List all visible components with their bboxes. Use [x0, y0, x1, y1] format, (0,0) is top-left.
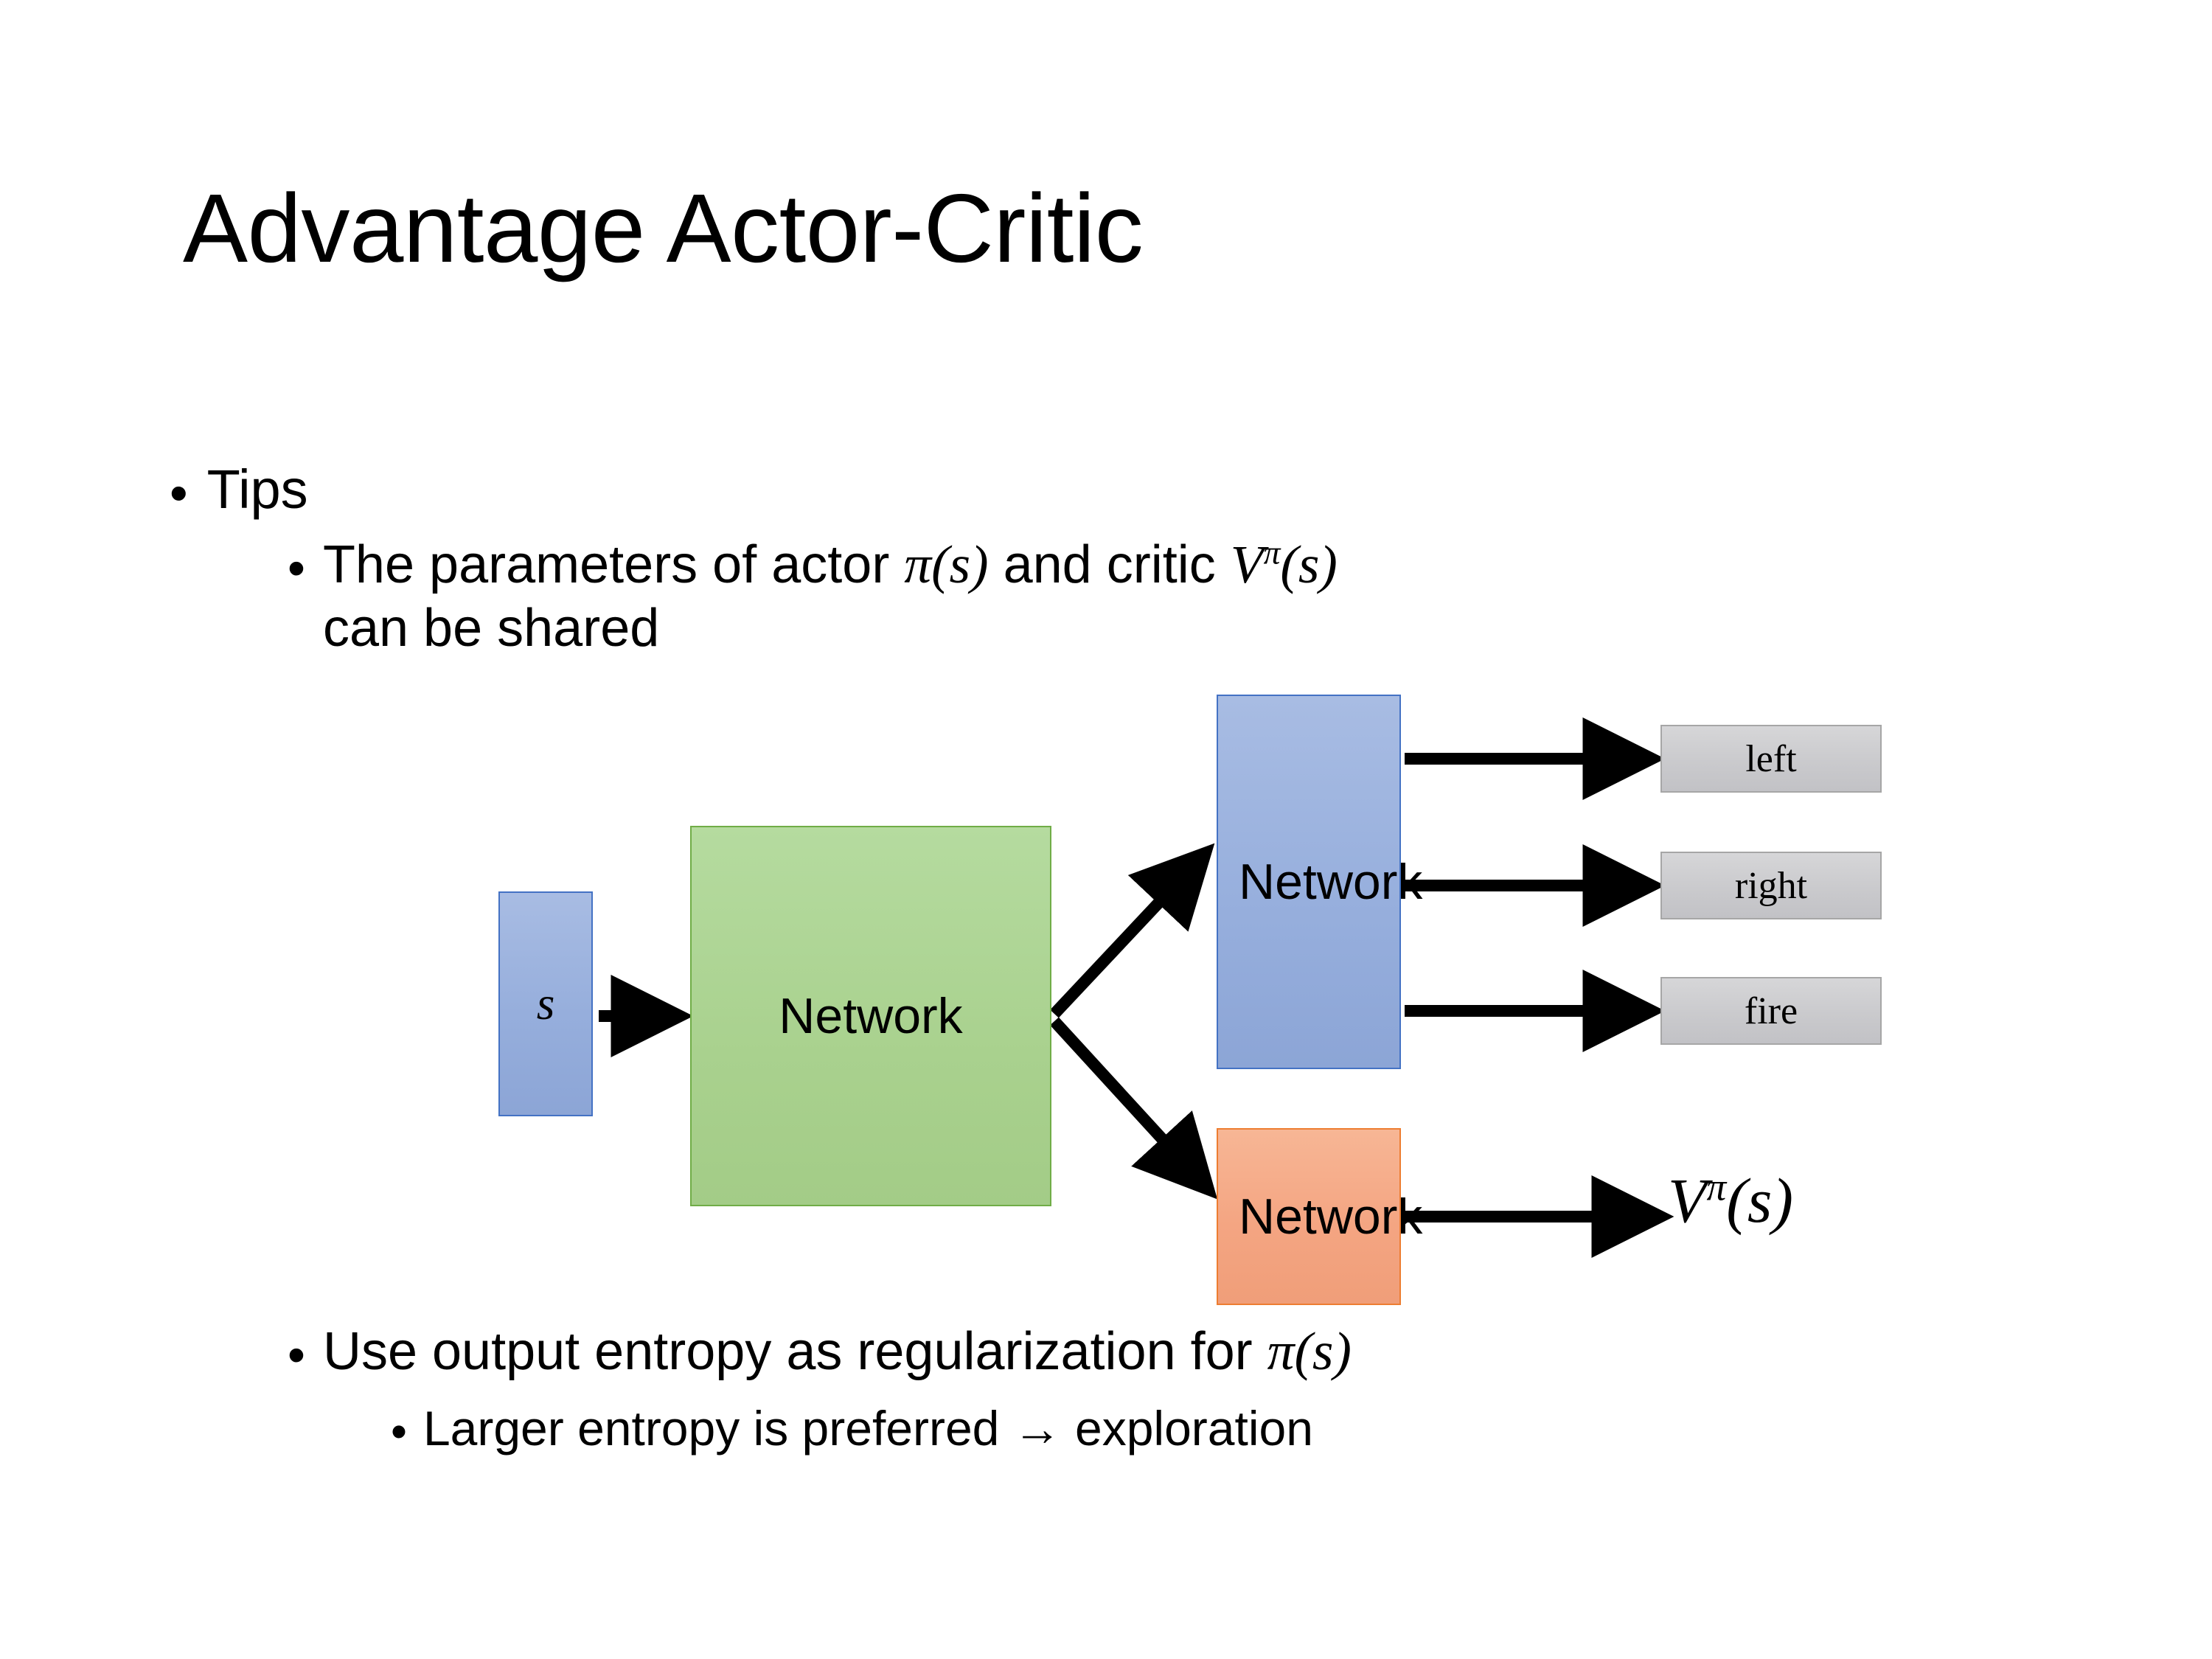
math-v-base: V	[1230, 535, 1264, 595]
shared-network-label: Network	[779, 988, 963, 1044]
action-box-fire[interactable]: fire	[1660, 977, 1882, 1045]
arrow-shared-to-actor	[1050, 843, 1215, 1018]
action-box-left[interactable]: left	[1660, 725, 1882, 793]
action-label-right: right	[1734, 864, 1808, 907]
bullet-tips-label: Tips	[206, 459, 308, 520]
state-input-box[interactable]: s	[498, 891, 593, 1116]
shared-network-box[interactable]: Network	[690, 826, 1051, 1206]
critic-network-box[interactable]: Network	[1217, 1128, 1422, 1305]
page-title: Advantage Actor-Critic	[183, 174, 1144, 282]
bullet-larger-entropy: • Larger entropy is preferred → explorat…	[391, 1400, 2101, 1458]
math-pi-of-s: π(s)	[904, 535, 989, 595]
math-v-pi: Vπ(s)	[1231, 535, 1338, 594]
math-v-arg: (s)	[1280, 535, 1338, 595]
actor-network-box[interactable]: Network	[1217, 695, 1422, 1069]
math-pi-of-s: π(s)	[1267, 1321, 1352, 1381]
value-arg: (s)	[1726, 1165, 1794, 1236]
critic-output-value: Vπ(s)	[1668, 1164, 1793, 1237]
text-prefix: The parameters of actor	[322, 535, 905, 595]
state-label: s	[536, 978, 555, 1029]
text-prefix: Use output entropy as regularization for	[322, 1322, 1267, 1381]
bullet-dot-icon: •	[391, 1406, 407, 1458]
bullet-dot-icon: •	[288, 1326, 305, 1383]
action-label-left: left	[1745, 737, 1797, 780]
bullet-shared-parameters: • The parameters of actor π(s) and criti…	[288, 533, 2101, 660]
bullet-body: • Tips • The parameters of actor π(s) an…	[170, 457, 2101, 660]
arrow-shared-to-critic	[1050, 1017, 1218, 1200]
bullet-tips: • Tips	[170, 457, 2101, 521]
text-middle: and critic	[988, 535, 1231, 595]
bullet-entropy-regularization-text: Use output entropy as regularization for…	[323, 1320, 2101, 1384]
bullet-larger-entropy-label: Larger entropy is preferred → exploratio…	[422, 1400, 1313, 1455]
value-superscript: π	[1706, 1164, 1727, 1209]
bullet-entropy-regularization: • Use output entropy as regularization f…	[288, 1320, 2101, 1384]
bullet-shared-parameters-text: The parameters of actor π(s) and critic …	[323, 533, 2101, 660]
value-base: V	[1668, 1165, 1707, 1236]
action-label-fire: fire	[1744, 990, 1798, 1032]
action-box-right[interactable]: right	[1660, 852, 1882, 919]
text-line2: can be shared	[322, 598, 660, 658]
math-v-superscript: π	[1263, 533, 1281, 571]
bullet-dot-icon: •	[170, 464, 188, 523]
bottom-bullets: • Use output entropy as regularization f…	[170, 1320, 2101, 1458]
actor-network-label: Network	[1239, 854, 1423, 910]
bullet-dot-icon: •	[288, 540, 305, 597]
critic-network-label: Network	[1239, 1189, 1423, 1245]
